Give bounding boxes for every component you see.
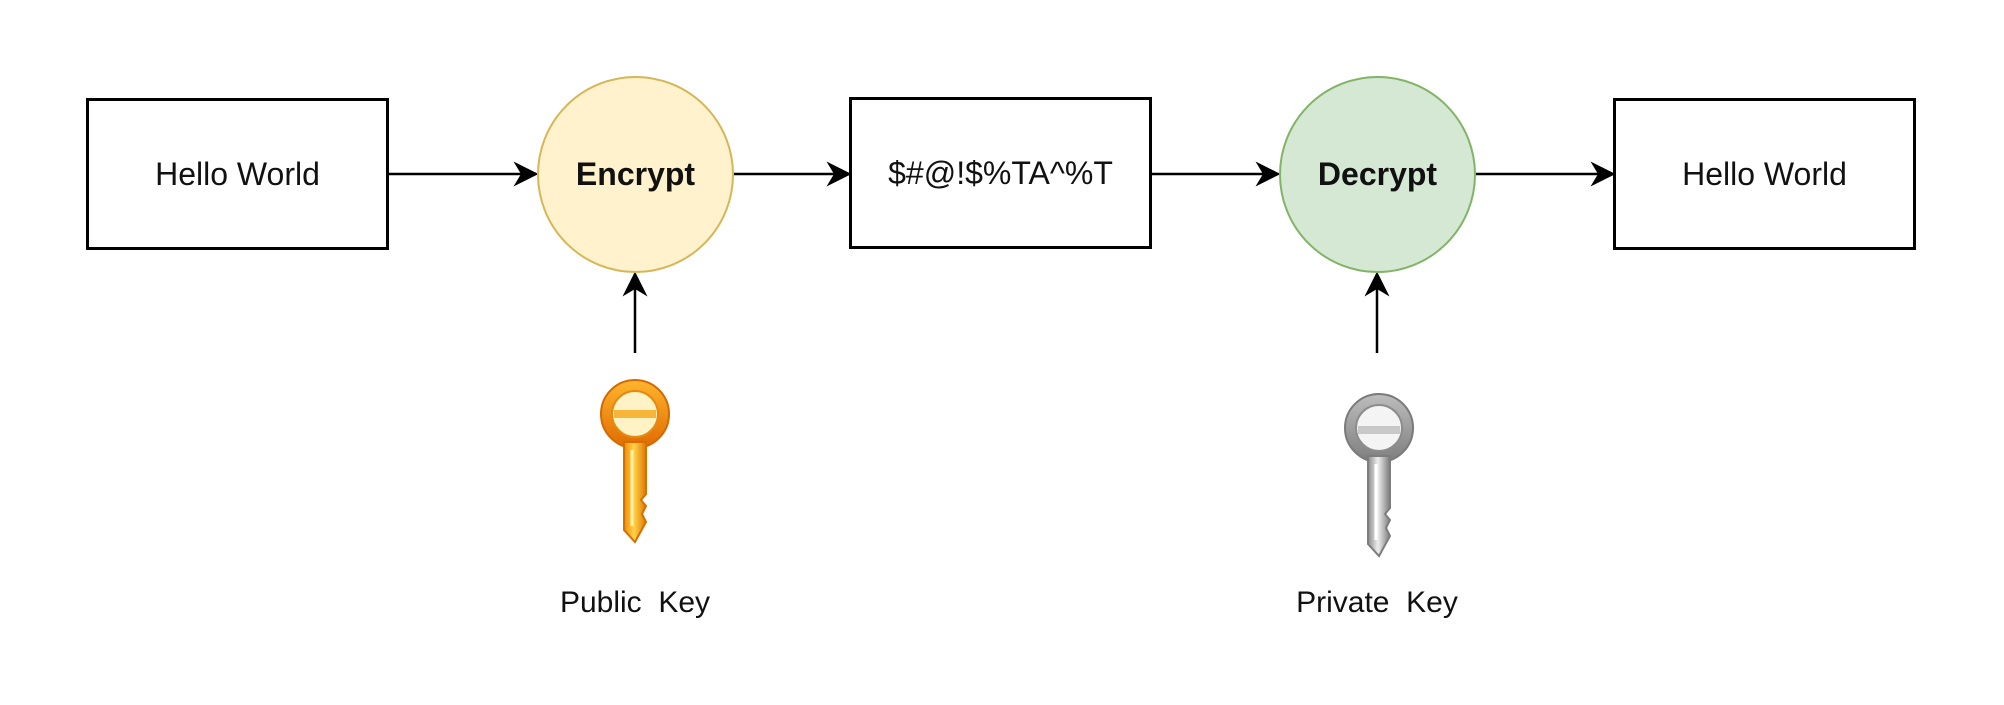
ciphertext-text: $#@!$%TA^%T — [888, 154, 1113, 191]
plaintext-output-text: Hello World — [1682, 155, 1847, 192]
encrypt-node-label: Encrypt — [575, 156, 696, 192]
ciphertext-box: $#@!$%TA^%T — [849, 97, 1152, 249]
gold-key-icon — [600, 379, 670, 544]
decrypt-node: Decrypt — [1279, 76, 1476, 273]
plaintext-input-text: Hello World — [155, 155, 320, 192]
plaintext-input-box: Hello World — [86, 98, 389, 250]
private-key-label: Private Key — [1296, 586, 1458, 619]
plaintext-output-box: Hello World — [1613, 98, 1916, 250]
encrypt-node: Encrypt — [537, 76, 734, 273]
silver-key-icon — [1344, 393, 1414, 558]
decrypt-node-label: Decrypt — [1317, 156, 1438, 192]
public-key-label: Public Key — [559, 586, 711, 619]
